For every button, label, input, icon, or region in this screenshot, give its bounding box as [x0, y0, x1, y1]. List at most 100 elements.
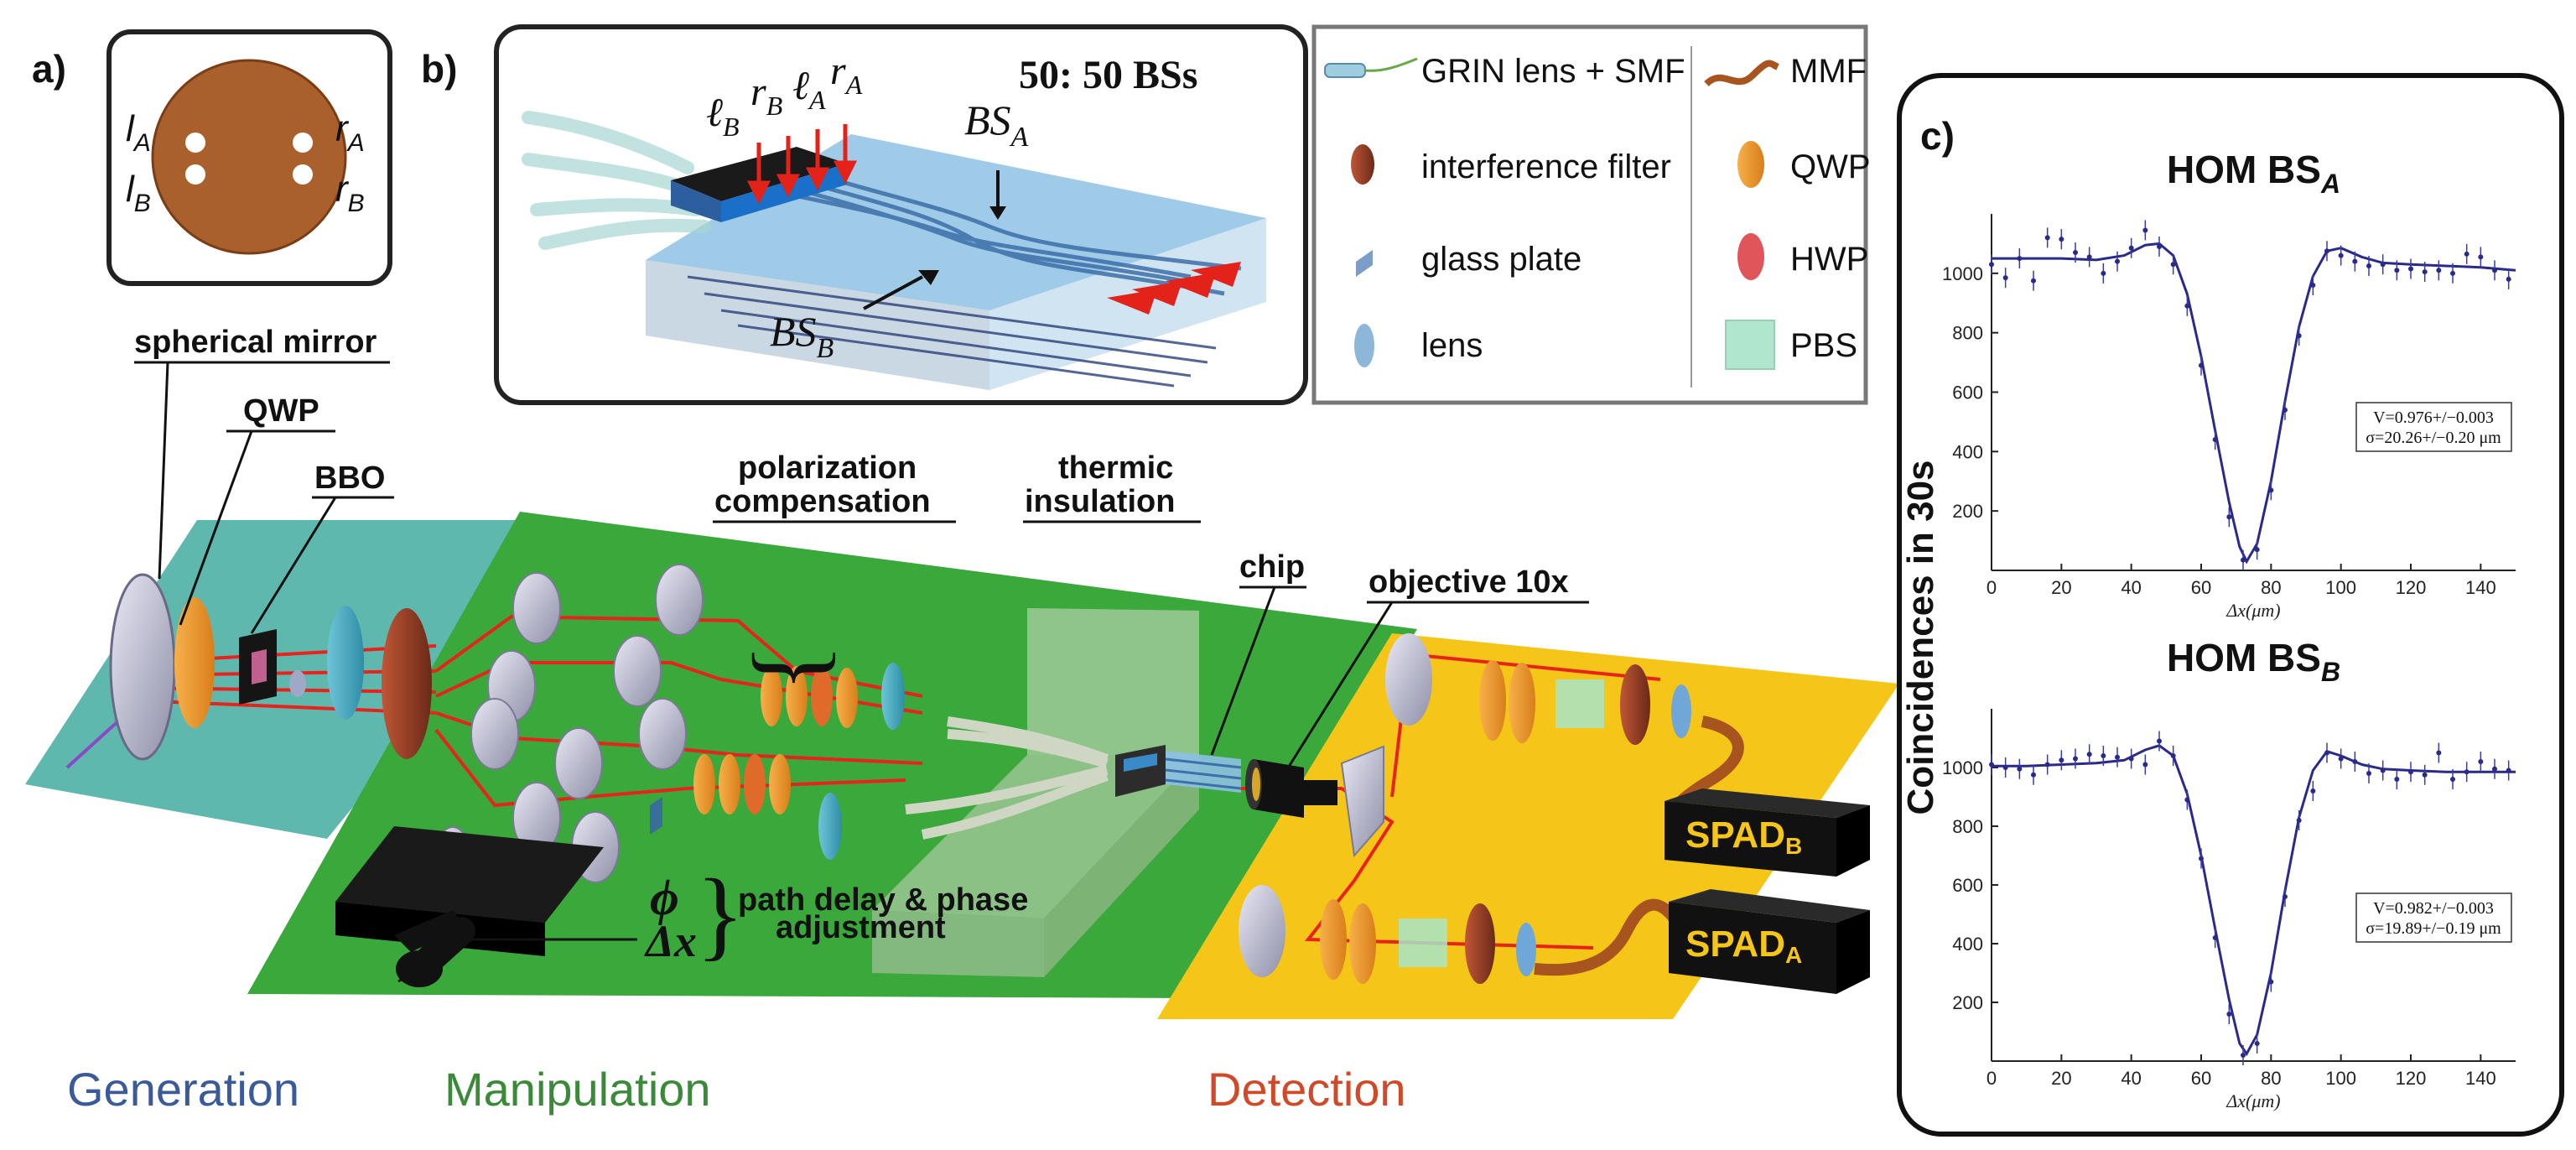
fit-annotation-line: V=0.982+/−0.003 — [2373, 899, 2494, 918]
prism-mirror — [1340, 745, 1384, 858]
y-tick-label: 800 — [1952, 816, 1983, 837]
data-point — [2296, 818, 2302, 823]
y-tick-label: 400 — [1952, 441, 1983, 462]
lens-generation-1 — [327, 606, 364, 720]
label-phi: ϕ — [650, 870, 679, 925]
x-axis-label: Δx(μm) — [2225, 1090, 2280, 1111]
lens-icon — [1354, 324, 1374, 367]
data-point — [2422, 772, 2428, 778]
y-tick-label: 200 — [1952, 501, 1983, 522]
data-point — [2380, 262, 2386, 268]
objective-10x — [1245, 759, 1337, 818]
x-axis-label: Δx(μm) — [2225, 600, 2280, 621]
svg-text:ℓA: ℓA — [792, 64, 826, 115]
data-point — [2128, 245, 2134, 251]
label-thermic-2: insulation — [1025, 484, 1175, 519]
data-point — [2157, 738, 2162, 744]
x-tick-label: 20 — [2051, 1068, 2071, 1089]
data-point — [2408, 266, 2413, 272]
port-lb-sub: B — [134, 190, 151, 217]
data-point — [2142, 227, 2148, 233]
spad-a-label: SPADA — [1685, 924, 1802, 968]
x-tick-label: 40 — [2121, 1068, 2141, 1089]
hwp-icon — [1737, 233, 1764, 280]
qwp-generation — [174, 597, 215, 728]
panel-b-label: b) — [421, 47, 457, 91]
data-point — [2142, 762, 2148, 768]
data-point — [2184, 303, 2190, 309]
data-point — [2031, 278, 2036, 284]
data-point — [2073, 756, 2078, 762]
data-point — [2115, 258, 2120, 264]
label-polarization-2: compensation — [714, 484, 931, 519]
y-tick-label: 800 — [1952, 323, 1983, 344]
glass-plate-icon — [1356, 250, 1373, 277]
panel-a-label: a) — [32, 47, 66, 91]
data-point — [2283, 894, 2288, 899]
data-point — [2422, 269, 2428, 275]
label-delta-x: Δx — [644, 916, 697, 966]
data-point — [2199, 856, 2204, 861]
chart-title-sub: A — [2320, 169, 2340, 199]
data-point — [2324, 248, 2329, 254]
glass-plate-delay — [650, 797, 662, 835]
x-tick-label: 80 — [2261, 1068, 2281, 1089]
y-axis-label: Coincidences in 30s — [1900, 460, 1941, 814]
svg-text:rB: rB — [335, 169, 365, 217]
label-spherical-mirror: spherical mirror — [134, 325, 377, 360]
data-point — [2352, 258, 2358, 264]
fit-annotation-box — [2355, 892, 2512, 943]
data-point — [2366, 263, 2371, 268]
data-point — [2394, 268, 2400, 273]
port-rb-label: r — [335, 169, 350, 210]
legend: GRIN lens + SMF interference filter glas… — [1311, 24, 1871, 405]
data-point — [2199, 362, 2204, 368]
setup-diagram: { — [25, 325, 1899, 1116]
polarization-optics-upper — [761, 663, 905, 730]
data-point — [2044, 762, 2050, 768]
port-rb-sub: B — [348, 190, 365, 217]
port-lb-label: l — [126, 169, 135, 210]
data-point — [2115, 754, 2120, 760]
svg-text:rA: rA — [335, 108, 365, 157]
spad-a-detector: SPADA — [1669, 889, 1870, 994]
svg-text:lB: lB — [126, 169, 151, 217]
bs-b-label: BSB — [770, 308, 834, 364]
data-point — [1989, 262, 1994, 268]
legend-mmf: MMF — [1790, 53, 1867, 90]
port-ra-label: r — [335, 108, 350, 149]
data-point — [2059, 757, 2064, 763]
label-path-delay-1: path delay & phase — [738, 882, 1028, 918]
data-point — [2268, 487, 2274, 493]
label-thermic-1: thermic — [1058, 450, 1173, 486]
fit-annotation-box — [2355, 402, 2512, 452]
fit-annotation-line: σ=19.89+/−0.19 μm — [2366, 919, 2501, 938]
data-point — [2044, 235, 2050, 241]
data-point — [1989, 762, 1994, 768]
y-tick-label: 600 — [1952, 382, 1983, 403]
x-tick-label: 100 — [2325, 1068, 2356, 1089]
data-point — [2101, 753, 2106, 758]
data-point — [2241, 557, 2246, 563]
y-tick-label: 400 — [1952, 934, 1983, 955]
x-tick-label: 0 — [1987, 1068, 1997, 1089]
data-point — [2338, 252, 2344, 258]
x-tick-label: 0 — [1987, 577, 1997, 598]
legend-filter: interference filter — [1421, 148, 1671, 185]
legend-hwp: HWP — [1790, 241, 1868, 278]
data-point — [2436, 750, 2442, 756]
data-point — [2017, 766, 2023, 772]
data-point — [2464, 769, 2470, 775]
data-point — [2492, 268, 2497, 273]
filter-generation — [382, 608, 432, 759]
label-path-delay-2: adjustment — [776, 910, 946, 945]
chart-title-sub: B — [2321, 657, 2340, 687]
interference-filter-icon — [1351, 144, 1374, 185]
label-chip: chip — [1239, 549, 1305, 585]
data-point — [2170, 262, 2176, 268]
brace-delay: } — [696, 858, 745, 970]
